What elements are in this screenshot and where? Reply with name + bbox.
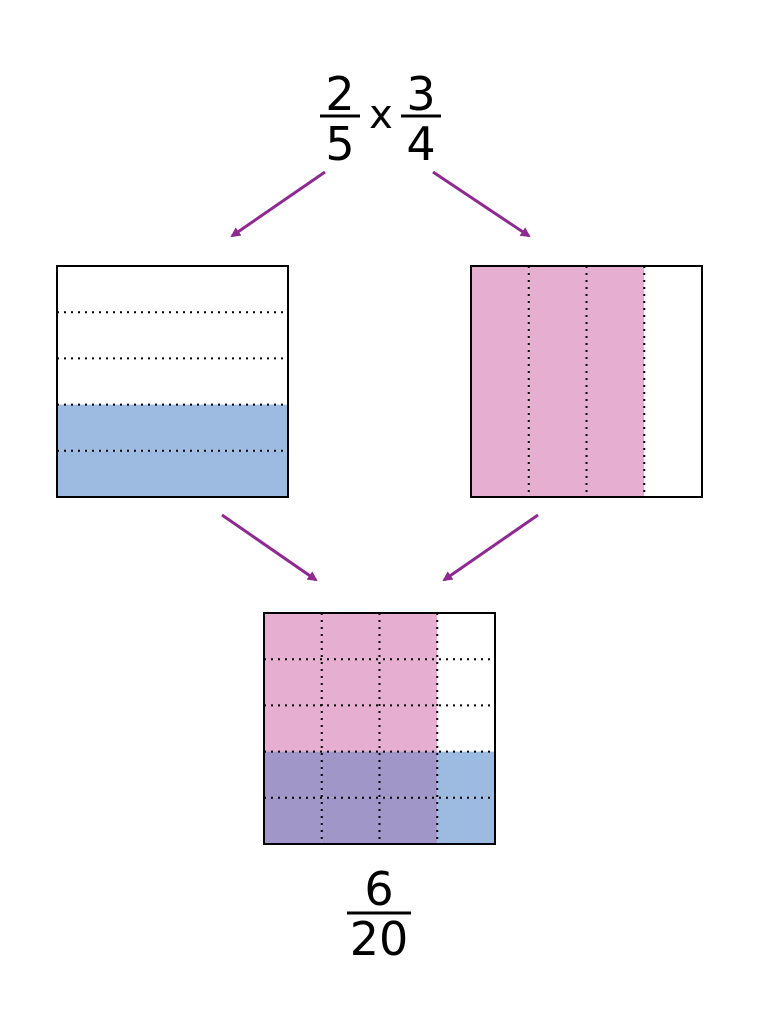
result-model-cell xyxy=(437,751,495,798)
result-model-cell xyxy=(437,797,495,844)
result-model-cell xyxy=(321,659,380,706)
result-denominator: 20 xyxy=(350,912,409,966)
result-model-cell xyxy=(264,751,322,798)
right-model-column xyxy=(528,266,587,497)
result-model-cell xyxy=(379,613,438,660)
result-model-cell xyxy=(437,613,495,660)
result-model-cell xyxy=(437,705,495,752)
left-model-border xyxy=(56,265,289,498)
arrow-to-right-model xyxy=(432,170,531,238)
left-model-row xyxy=(57,450,288,497)
result-model-cell xyxy=(321,613,380,660)
right-denominator: 4 xyxy=(406,117,435,171)
result-model-cell xyxy=(264,705,322,752)
result-model-cell xyxy=(379,797,438,844)
result-model-cell xyxy=(264,797,322,844)
arrow-to-left-model xyxy=(230,170,326,238)
result-model-cell xyxy=(437,659,495,706)
left-denominator: 5 xyxy=(325,117,354,171)
right-model-column xyxy=(586,266,645,497)
result-area-model xyxy=(263,612,496,845)
result-model-cell xyxy=(321,751,380,798)
right-numerator: 3 xyxy=(406,67,435,121)
left-model-row xyxy=(57,358,288,405)
result-numerator: 6 xyxy=(364,862,393,916)
arrow-left-to-result xyxy=(221,513,318,582)
left-numerator: 2 xyxy=(325,67,354,121)
right-model-column xyxy=(471,266,529,497)
left-area-model xyxy=(56,265,289,498)
left-model-row xyxy=(57,312,288,359)
result-model-border xyxy=(263,612,496,845)
left-model-row xyxy=(57,266,288,313)
result-model-cell xyxy=(379,659,438,706)
result-fraction: 6 20 xyxy=(347,862,411,966)
result-model-cell xyxy=(321,797,380,844)
result-model-cell xyxy=(264,659,322,706)
right-area-model xyxy=(470,265,703,498)
expression: 2 5 x 3 4 xyxy=(320,67,441,171)
arrow-right-to-result xyxy=(442,513,539,582)
result-model-cell xyxy=(379,705,438,752)
result-model-cell xyxy=(264,613,322,660)
right-model-border xyxy=(470,265,703,498)
right-model-column xyxy=(644,266,702,497)
multiply-operator: x xyxy=(369,92,393,138)
result-model-cell xyxy=(379,751,438,798)
left-model-row xyxy=(57,404,288,451)
result-model-cell xyxy=(321,705,380,752)
